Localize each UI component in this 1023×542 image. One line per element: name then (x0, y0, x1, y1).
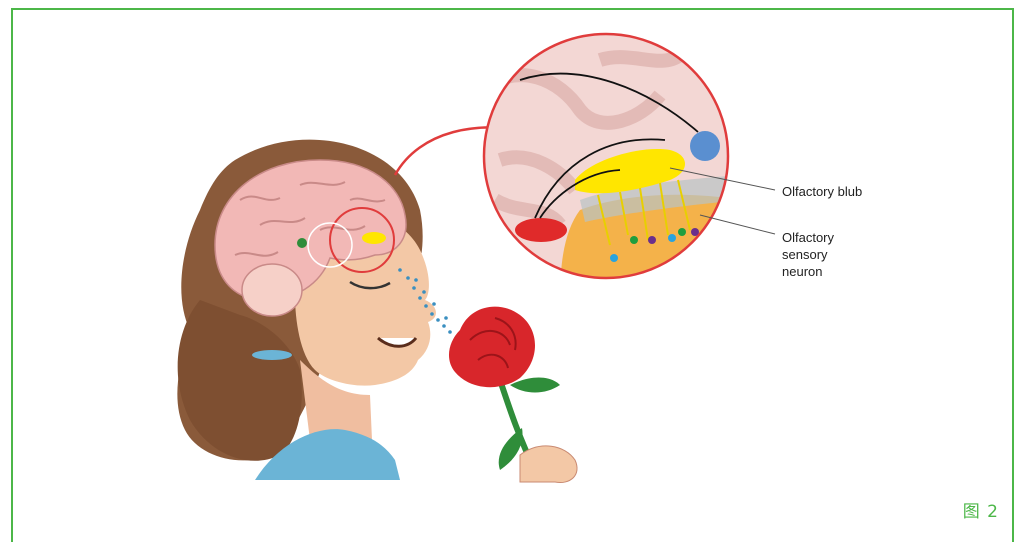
cerebellum (242, 264, 302, 316)
blue-target (690, 131, 720, 161)
figure-caption: 图 2 (963, 497, 999, 522)
rose-leaf-2 (499, 428, 523, 470)
label-sensory-neuron: Olfactory sensory neuron (782, 229, 834, 280)
rose-bloom (449, 307, 535, 388)
label-olfactory-bulb: Olfactory blub (782, 183, 862, 200)
head-green-dot (297, 238, 307, 248)
rose-leaf (510, 378, 560, 393)
head-olfactory-bulb (362, 232, 386, 244)
label-sensory-neuron-line-2: sensory (782, 246, 834, 263)
label-sensory-neuron-line-3: neuron (782, 263, 834, 280)
leader-neuron (700, 215, 775, 234)
hair-band (252, 350, 292, 360)
label-sensory-neuron-line-1: Olfactory (782, 229, 834, 246)
red-target (515, 218, 567, 242)
hand (520, 446, 577, 483)
